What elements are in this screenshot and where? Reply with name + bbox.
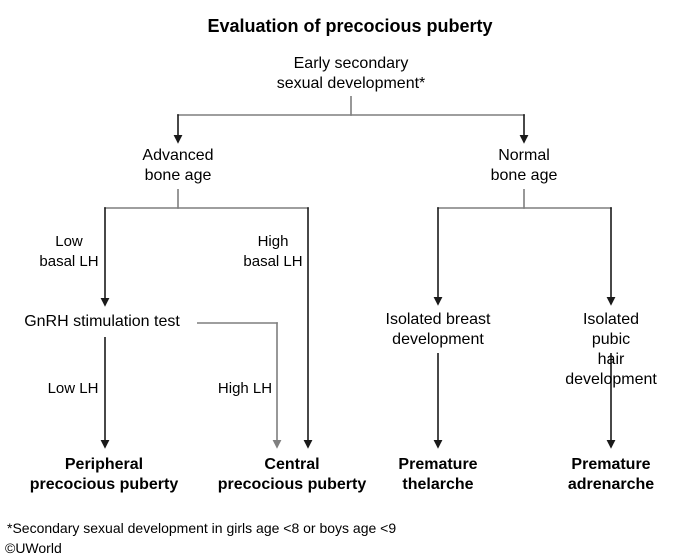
node-advanced-bone-age: Advanced bone age <box>142 147 214 184</box>
edge-label-high-basal-lh: High basal LH <box>243 233 303 270</box>
edge-label-low-lh: Low LH <box>47 380 99 397</box>
node-isolated-pubic-hair-development: Isolated pubic hair development <box>565 311 657 388</box>
node-normal-bone-age: Normal bone age <box>490 147 558 184</box>
copyright: ©UWorld <box>5 540 62 556</box>
node-central-precocious-puberty: Central precocious puberty <box>217 456 367 493</box>
edge-label-high-lh: High LH <box>217 380 273 397</box>
edge-label-low-basal-lh: Low basal LH <box>39 233 99 270</box>
footnote: *Secondary sexual development in girls a… <box>7 520 397 536</box>
node-isolated-breast-development: Isolated breast development <box>385 311 491 348</box>
node-peripheral-precocious-puberty: Peripheral precocious puberty <box>29 456 179 493</box>
node-premature-adrenarche: Premature adrenarche <box>567 456 655 493</box>
node-early-secondary-sexual-development: Early secondary sexual development* <box>276 55 426 92</box>
page-title: Evaluation of precocious puberty <box>207 16 493 36</box>
node-premature-thelarche: Premature thelarche <box>398 456 478 493</box>
node-gnrh-stimulation-test: GnRH stimulation test <box>24 313 180 330</box>
